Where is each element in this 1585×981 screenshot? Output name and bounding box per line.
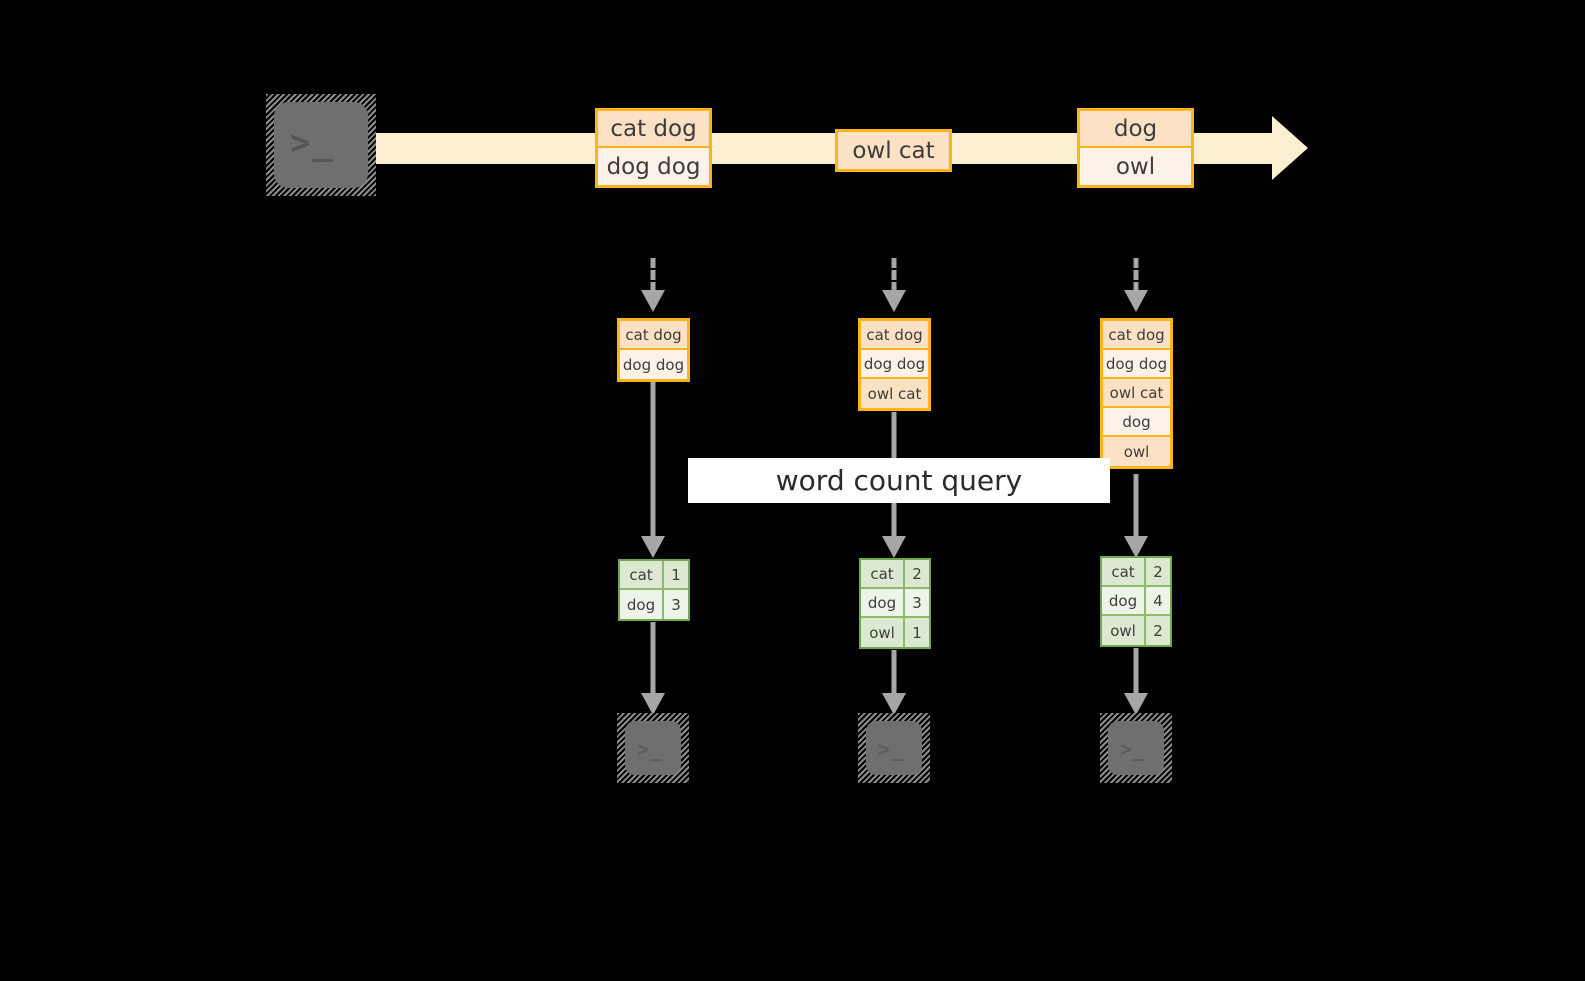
- arrow-shaft: [891, 258, 897, 292]
- count-cell: 4: [1153, 591, 1163, 610]
- count-cell: 1: [912, 623, 922, 642]
- input-row: cat dog: [620, 321, 687, 350]
- count-cell: 3: [912, 593, 922, 612]
- arrow-head-icon: [641, 290, 665, 312]
- table-row: cat 1: [620, 561, 688, 590]
- arrow-shaft: [650, 258, 656, 292]
- trigger-1-query-arrow: [641, 382, 665, 560]
- arrow-head-icon: [1124, 290, 1148, 312]
- trigger-1-ingest-arrow: [641, 258, 665, 314]
- trigger-2-result-table: cat 2 dog 3 owl 1: [859, 558, 931, 649]
- stream-batch-row: dog: [1080, 111, 1191, 148]
- trigger-2-sink-arrow: [882, 650, 906, 717]
- arrow-shaft: [650, 622, 656, 695]
- word-cell: dog: [1102, 587, 1146, 614]
- word-cell: owl: [1102, 616, 1146, 645]
- trigger-3-result-table: cat 2 dog 4 owl 2: [1100, 556, 1172, 647]
- trigger-3-input-stack: cat dog dog dog owl cat dog owl: [1100, 318, 1173, 469]
- query-label-band: word count query: [688, 458, 1110, 503]
- trigger-1-sink-terminal-icon: >_: [617, 713, 689, 783]
- trigger-1-input-stack: cat dog dog dog: [617, 318, 690, 382]
- terminal-screen: >_: [866, 721, 922, 775]
- terminal-prompt-glyph: >_: [637, 737, 664, 761]
- table-row: cat 2: [861, 560, 929, 589]
- word-cell: dog: [861, 589, 905, 616]
- input-row: owl cat: [861, 379, 928, 408]
- terminal-prompt-glyph: >_: [878, 737, 905, 761]
- arrow-shaft: [1133, 474, 1139, 538]
- word-cell: owl: [861, 618, 905, 647]
- arrow-head-icon: [641, 536, 665, 558]
- arrow-head-icon: [1124, 536, 1148, 558]
- input-row: cat dog: [1103, 321, 1170, 350]
- stream-arrow-head-icon: [1272, 116, 1308, 180]
- input-row: owl cat: [1103, 379, 1170, 408]
- terminal-prompt-glyph: >_: [1120, 737, 1147, 761]
- trigger-3-ingest-arrow: [1124, 258, 1148, 314]
- table-row: owl 1: [861, 618, 929, 647]
- stream-batch-1: cat dog dog dog: [595, 108, 712, 188]
- count-cell: 2: [1153, 562, 1163, 581]
- source-terminal-icon: >_: [266, 94, 376, 196]
- table-row: dog 3: [861, 589, 929, 618]
- terminal-screen: >_: [274, 102, 368, 188]
- terminal-screen: >_: [1108, 721, 1164, 775]
- trigger-2-ingest-arrow: [882, 258, 906, 314]
- input-row: dog: [1103, 408, 1170, 437]
- arrow-shaft: [650, 382, 656, 538]
- trigger-3-query-arrow: [1124, 474, 1148, 560]
- count-cell: 2: [1153, 621, 1163, 640]
- stream-batch-row: owl cat: [838, 132, 949, 169]
- stream-batch-row: dog dog: [598, 148, 709, 185]
- arrow-head-icon: [882, 536, 906, 558]
- arrow-head-icon: [1124, 693, 1148, 715]
- trigger-1-result-table: cat 1 dog 3: [618, 559, 690, 621]
- word-cell: cat: [620, 561, 664, 588]
- stream-batch-row: cat dog: [598, 111, 709, 148]
- arrow-head-icon: [641, 693, 665, 715]
- count-cell: 1: [671, 565, 681, 584]
- terminal-screen: >_: [625, 721, 681, 775]
- input-row: dog dog: [620, 350, 687, 379]
- arrow-head-icon: [882, 693, 906, 715]
- word-cell: cat: [1102, 558, 1146, 585]
- arrow-shaft: [1133, 648, 1139, 695]
- input-row: dog dog: [1103, 350, 1170, 379]
- trigger-1-sink-arrow: [641, 622, 665, 717]
- count-cell: 3: [671, 595, 681, 614]
- input-row: dog dog: [861, 350, 928, 379]
- arrow-head-icon: [882, 290, 906, 312]
- stream-batch-3: dog owl: [1077, 108, 1194, 188]
- word-cell: cat: [861, 560, 905, 587]
- trigger-2-sink-terminal-icon: >_: [858, 713, 930, 783]
- table-row: owl 2: [1102, 616, 1170, 645]
- input-row: owl: [1103, 437, 1170, 466]
- table-row: dog 4: [1102, 587, 1170, 616]
- count-cell: 2: [912, 564, 922, 583]
- trigger-2-input-stack: cat dog dog dog owl cat: [858, 318, 931, 411]
- table-row: dog 3: [620, 590, 688, 619]
- query-label: word count query: [775, 464, 1023, 497]
- terminal-prompt-glyph: >_: [290, 123, 335, 163]
- arrow-shaft: [1133, 258, 1139, 292]
- table-row: cat 2: [1102, 558, 1170, 587]
- arrow-shaft: [891, 650, 897, 695]
- stream-batch-row: owl: [1080, 148, 1191, 185]
- word-cell: dog: [620, 590, 664, 619]
- stream-batch-2: owl cat: [835, 129, 952, 172]
- trigger-3-sink-terminal-icon: >_: [1100, 713, 1172, 783]
- trigger-3-sink-arrow: [1124, 648, 1148, 717]
- input-row: cat dog: [861, 321, 928, 350]
